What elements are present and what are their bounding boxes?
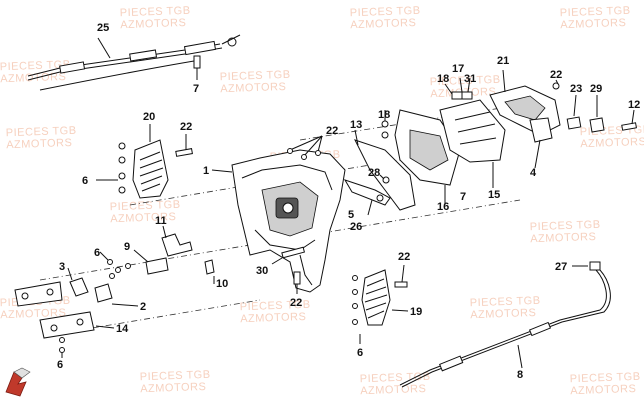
part-12 bbox=[621, 109, 637, 131]
screws-part-6 bbox=[99, 251, 131, 279]
callout-20: 20 bbox=[143, 111, 155, 123]
callout-16: 16 bbox=[437, 201, 449, 213]
plate-part-15 bbox=[439, 99, 506, 188]
bolt-part-22-right bbox=[552, 79, 560, 90]
callout-4: 4 bbox=[530, 167, 537, 179]
callout-15: 15 bbox=[488, 189, 500, 201]
callout-18: 18 bbox=[378, 109, 390, 121]
cable-assembly-part-25 bbox=[27, 34, 241, 91]
side-cover-part-13 bbox=[354, 129, 416, 211]
callout-11: 11 bbox=[155, 215, 167, 227]
callout-21: 21 bbox=[497, 55, 509, 67]
bolt-part-7-top bbox=[193, 55, 201, 80]
screw-cluster-top-middle bbox=[287, 135, 323, 160]
callout-22: 22 bbox=[326, 125, 338, 137]
connector-part-27 bbox=[572, 261, 601, 271]
callout-19: 19 bbox=[410, 306, 422, 318]
part-4 bbox=[529, 117, 553, 169]
callout-25: 25 bbox=[97, 22, 109, 34]
callout-9: 9 bbox=[124, 241, 130, 253]
bracket-part-26 bbox=[343, 179, 391, 216]
callout-17: 17 bbox=[452, 63, 464, 75]
callout-5: 5 bbox=[348, 209, 354, 221]
callout-labels: 25 7 18 17 31 21 22 23 29 12 20 22 22 13… bbox=[57, 22, 640, 381]
callout-10: 10 bbox=[216, 278, 228, 290]
callout-7: 7 bbox=[193, 83, 199, 95]
mount-part-2 bbox=[14, 281, 139, 307]
bolt-part-22-lower bbox=[293, 271, 301, 294]
clips-part-17-31 bbox=[444, 77, 473, 100]
callout-28: 28 bbox=[368, 167, 380, 179]
pin-part-22 bbox=[175, 134, 193, 157]
callout-6: 6 bbox=[357, 347, 363, 359]
callout-6: 6 bbox=[57, 359, 63, 371]
part-29 bbox=[589, 95, 605, 133]
cable-part-8 bbox=[399, 269, 611, 388]
bracket-part-11 bbox=[161, 225, 193, 257]
callout-22: 22 bbox=[290, 297, 302, 309]
callout-31: 31 bbox=[464, 73, 476, 85]
part-23 bbox=[566, 94, 582, 130]
callout-1: 1 bbox=[203, 165, 209, 177]
callout-26: 26 bbox=[350, 221, 362, 233]
callout-29: 29 bbox=[590, 83, 602, 95]
callout-2: 2 bbox=[140, 301, 146, 313]
callout-13: 13 bbox=[350, 119, 362, 131]
bracket-part-3 bbox=[67, 267, 113, 303]
grille-part-19 bbox=[352, 269, 409, 344]
callout-18: 18 bbox=[437, 73, 449, 85]
callout-8: 8 bbox=[517, 369, 523, 381]
callout-6: 6 bbox=[94, 247, 100, 259]
callout-27: 27 bbox=[555, 261, 567, 273]
callout-23: 23 bbox=[570, 83, 582, 95]
inner-panel-part-1 bbox=[211, 149, 346, 293]
callout-3: 3 bbox=[59, 261, 65, 273]
callout-6: 6 bbox=[82, 175, 88, 187]
grille-cover-part-20 bbox=[96, 124, 169, 199]
pin-part-30 bbox=[271, 246, 306, 265]
callout-22: 22 bbox=[398, 251, 410, 263]
callout-7: 7 bbox=[460, 191, 466, 203]
mount-part-14 bbox=[39, 311, 115, 339]
callout-14: 14 bbox=[116, 323, 129, 335]
bracket-part-16 bbox=[394, 109, 461, 205]
bracket-part-9 bbox=[133, 249, 169, 275]
tgb-logo bbox=[5, 367, 31, 397]
part-28 bbox=[379, 174, 390, 184]
screw-part-18 bbox=[381, 110, 389, 139]
callout-22: 22 bbox=[180, 121, 192, 133]
callout-12: 12 bbox=[628, 99, 640, 111]
screws-part-6-lower bbox=[59, 337, 65, 358]
part-10 bbox=[204, 259, 215, 284]
callout-22: 22 bbox=[550, 69, 562, 81]
bolt-part-22-grille bbox=[394, 264, 408, 288]
callout-30: 30 bbox=[256, 265, 268, 277]
